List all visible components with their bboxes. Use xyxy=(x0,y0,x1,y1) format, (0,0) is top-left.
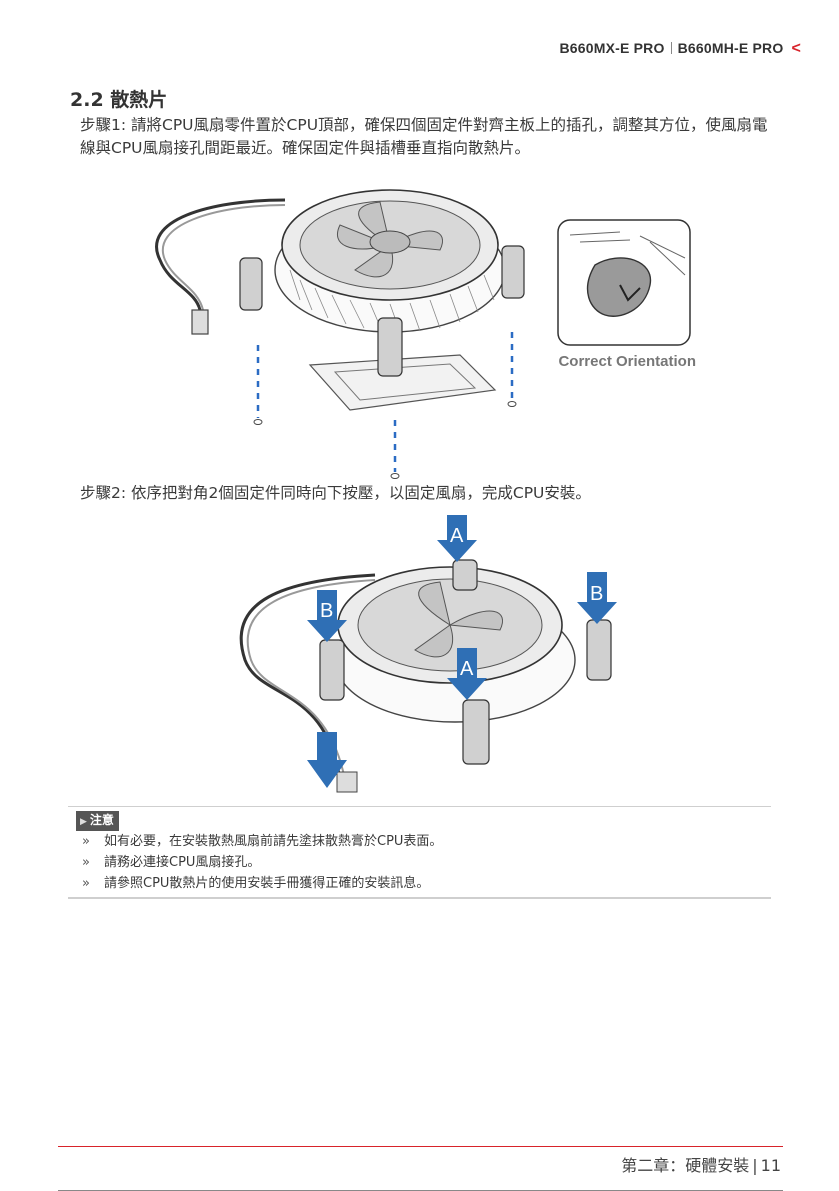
triangle-icon: ▶ xyxy=(80,817,87,827)
label-b-left: B xyxy=(320,600,333,622)
step-2-text: 步驟2: 依序把對角2個固定件同時向下按壓，以固定風扇，完成CPU安裝。 xyxy=(80,482,780,505)
footer-rule xyxy=(58,1146,783,1147)
press-pins-diagram: A B B A xyxy=(225,510,625,800)
list-item: »請參照CPU散熱片的使用安裝手冊獲得正確的安裝訊息。 xyxy=(82,873,442,894)
list-item: »如有必要，在安裝散熱風扇前請先塗抹散熱膏於CPU表面。 xyxy=(82,831,442,852)
label-b-right: B xyxy=(590,583,603,605)
chapter-title: 第二章：硬體安裝 xyxy=(621,1156,749,1175)
label-a-front: A xyxy=(460,658,474,680)
note-tag: ▶注意 xyxy=(76,811,119,831)
note-box: ▶注意 »如有必要，在安裝散熱風扇前請先塗抹散熱膏於CPU表面。 »請務必連接C… xyxy=(68,806,771,899)
model-name-2: B660MH-E PRO xyxy=(678,40,784,56)
section-title: 2.2 散熱片 xyxy=(70,85,167,112)
model-name-1: B660MX-E PRO xyxy=(559,40,664,56)
header-divider xyxy=(671,42,672,54)
cooler-install-diagram: Correct Orientation xyxy=(150,160,710,485)
back-arrow-icon[interactable]: < xyxy=(791,40,801,57)
fan-connector xyxy=(337,772,357,792)
fan-hub xyxy=(370,231,410,253)
page-header: B660MX-E PRO B660MH-E PRO < xyxy=(559,40,801,58)
page-footer: 第二章：硬體安裝|11 xyxy=(621,1152,781,1176)
label-a-top: A xyxy=(450,525,464,547)
step-1-text: 步驟1: 請將CPU風扇零件置於CPU頂部，確保四個固定件對齊主板上的插孔，調整… xyxy=(80,114,780,160)
note-tag-label: 注意 xyxy=(90,813,114,827)
fan-connector xyxy=(192,310,208,334)
list-item: »請務必連接CPU風扇接孔。 xyxy=(82,852,442,873)
inset-caption: Correct Orientation xyxy=(558,353,696,370)
note-list: »如有必要，在安裝散熱風扇前請先塗抹散熱膏於CPU表面。 »請務必連接CPU風扇… xyxy=(82,831,442,894)
page-number: 11 xyxy=(761,1156,781,1175)
fan-cable xyxy=(157,200,285,310)
